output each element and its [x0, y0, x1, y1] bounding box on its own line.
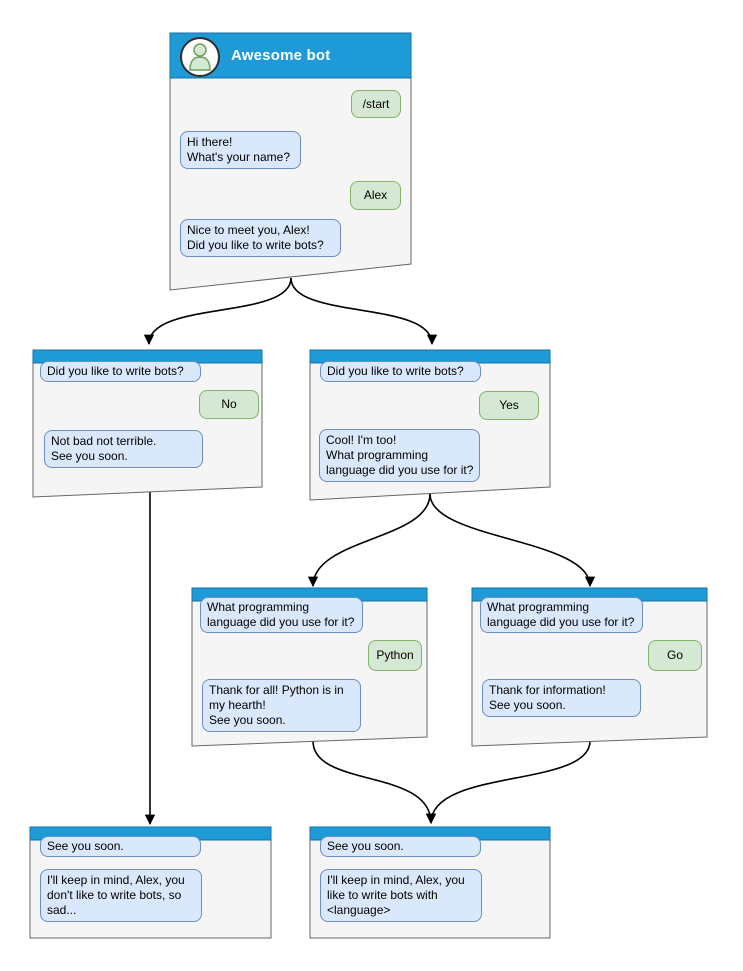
person-head-icon: [193, 43, 207, 57]
bot-message-bubble: Did you like to write bots?: [320, 361, 481, 382]
connector-branch-yes-to-lang-go: [429, 493, 596, 588]
bot-message-bubble: Thank for all! Python is in my hearth! S…: [202, 679, 361, 732]
user-message-bubble: Yes: [479, 391, 539, 420]
connector-root-to-branch-no: [143, 277, 292, 346]
bot-message-bubble: Not bad not terrible. See you soon.: [44, 430, 203, 468]
bot-message-bubble: See you soon.: [320, 836, 481, 857]
user-message-bubble: Alex: [350, 181, 401, 210]
bot-message-bubble: Nice to meet you, Alex! Did you like to …: [180, 219, 341, 257]
person-body-icon: [189, 56, 211, 71]
bot-message-bubble: Thank for information! See you soon.: [482, 679, 641, 717]
bot-message-bubble: What programming language did you use fo…: [200, 597, 363, 633]
user-message-bubble: /start: [351, 90, 401, 118]
user-message-bubble: Go: [648, 640, 702, 671]
user-message-bubble: No: [199, 390, 259, 419]
bot-message-bubble: I'll keep in mind, Alex, you don't like …: [40, 869, 202, 922]
bot-message-bubble: Did you like to write bots?: [40, 361, 201, 382]
bot-message-bubble: Hi there! What's your name?: [180, 131, 301, 169]
bot-message-bubble: I'll keep in mind, Alex, you like to wri…: [320, 869, 482, 922]
connector-lang-go-to-end-positive: [425, 740, 591, 825]
connector-lang-python-to-end-positive: [312, 740, 437, 825]
bot-name-title: Awesome bot: [231, 47, 331, 64]
connector-root-to-branch-yes: [290, 277, 438, 346]
bot-message-bubble: What programming language did you use fo…: [480, 597, 643, 633]
bot-message-bubble: Cool! I'm too! What programming language…: [319, 429, 480, 482]
user-message-bubble: Python: [368, 640, 422, 671]
bot-message-bubble: See you soon.: [40, 836, 201, 857]
connector-branch-yes-to-lang-python: [307, 493, 431, 588]
